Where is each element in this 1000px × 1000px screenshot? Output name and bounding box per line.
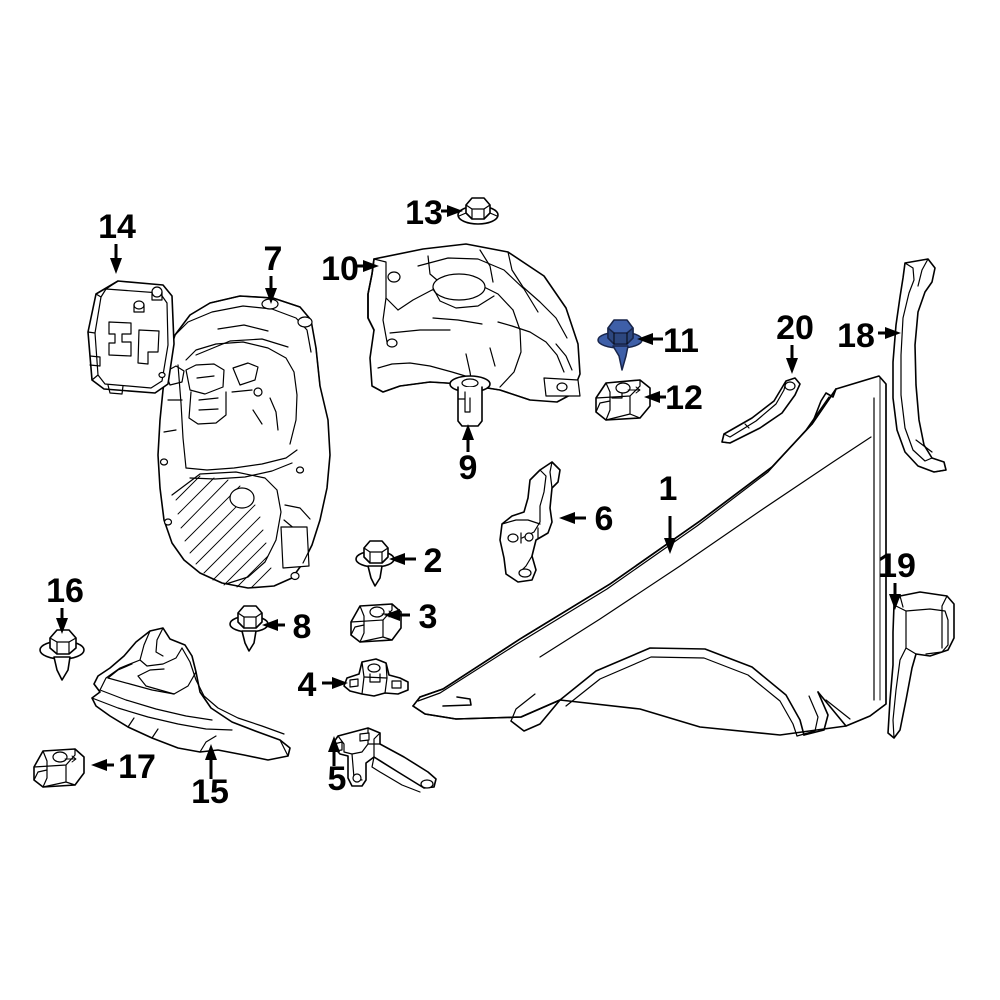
part-16-push-pin-fastener[interactable] [39,629,85,681]
part-8-push-in-screw-clip[interactable] [229,605,269,652]
part-5-fender-support-brace[interactable] [331,727,437,793]
part-2-hex-flange-bolt[interactable] [355,540,395,587]
callout-number-10[interactable]: 10 [321,250,359,288]
part-14-access-cover-panel[interactable] [87,280,175,395]
callout-number-1[interactable]: 1 [659,470,678,508]
part-7-wheel-house-liner-front[interactable] [157,295,331,589]
callout-number-14[interactable]: 14 [98,208,136,246]
callout-number-4[interactable]: 4 [298,666,317,704]
part-1-front-fender-panel[interactable] [412,375,887,737]
callout-number-8[interactable]: 8 [293,608,312,646]
part-12-clip-nut[interactable] [595,379,651,421]
part-15-under-engine-splash-shield[interactable] [91,627,291,761]
callout-leaders [56,205,901,779]
part-3-retainer-clip[interactable] [350,603,402,643]
part-17-retainer-clip-lower[interactable] [33,748,85,788]
part-11-hex-head-flange-screw-highlight[interactable] [597,319,643,371]
callout-number-18[interactable]: 18 [837,317,875,355]
callout-number-3[interactable]: 3 [419,598,438,636]
callout-number-13[interactable]: 13 [405,194,443,232]
callout-number-20[interactable]: 20 [776,309,814,347]
part-6-fender-mounting-bracket[interactable] [499,461,561,583]
part-10-wheel-house-liner-rear[interactable] [367,243,581,403]
callout-number-19[interactable]: 19 [878,547,916,585]
part-20-fender-edge-seal-strip[interactable] [721,377,801,444]
callout-number-9[interactable]: 9 [459,449,478,487]
callout-number-11[interactable]: 11 [663,322,699,360]
callout-numbers: 1 2 3 4 5 6 7 8 9 10 11 12 13 14 15 16 1… [46,194,916,811]
callout-number-12[interactable]: 12 [665,379,703,417]
callout-number-6[interactable]: 6 [595,500,614,538]
part-13-hex-nut-with-washer[interactable] [457,197,499,225]
part-18-fender-rear-support-rail[interactable] [892,258,947,473]
part-9-expansion-rivet-grommet[interactable] [449,375,491,427]
callout-number-7[interactable]: 7 [264,240,283,278]
part-19-fender-lower-bracket[interactable] [887,591,955,739]
callout-number-2[interactable]: 2 [424,542,443,580]
part-4-mounting-clip-bracket[interactable] [343,658,409,697]
callout-number-17[interactable]: 17 [118,748,156,786]
callout-number-5[interactable]: 5 [328,760,347,798]
callout-number-16[interactable]: 16 [46,572,84,610]
callout-number-15[interactable]: 15 [191,773,229,811]
